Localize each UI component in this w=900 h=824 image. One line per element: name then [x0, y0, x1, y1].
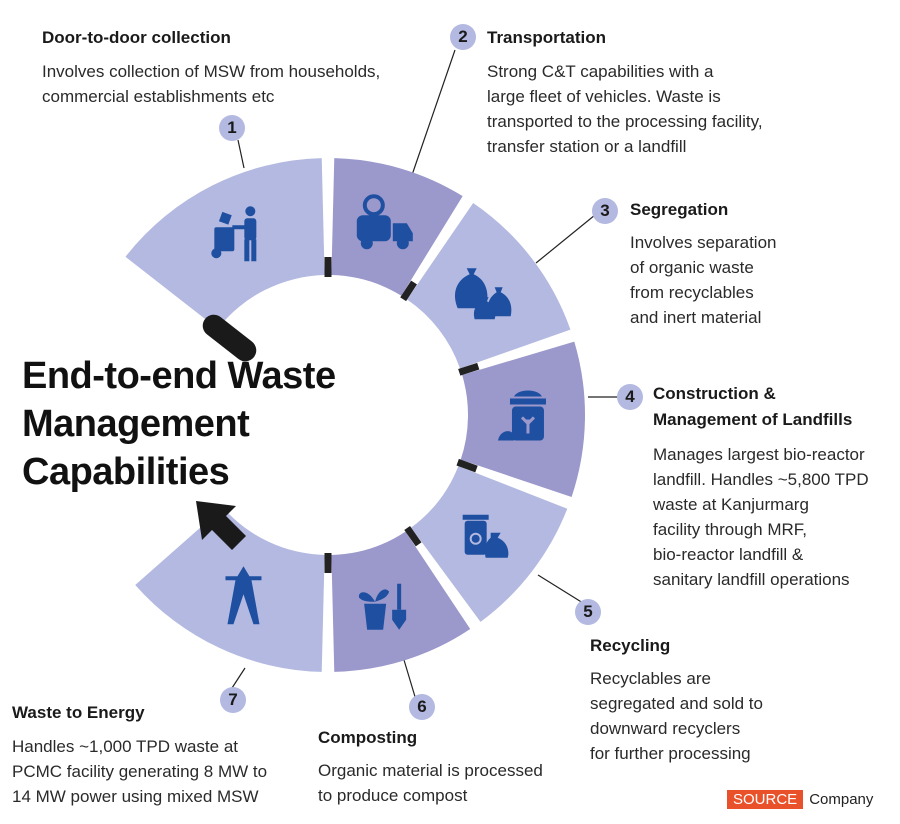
leader-line [237, 139, 245, 169]
body-line: bio-reactor landfill & [653, 545, 804, 564]
step-5-body: Recyclables are segregated and sold to d… [590, 666, 763, 766]
body-line: commercial establishments etc [42, 87, 275, 106]
body-line: Involves collection of MSW from househol… [42, 62, 381, 81]
leader-line [535, 214, 596, 264]
gap-tick [400, 280, 417, 302]
step-7-body: Handles ~1,000 TPD waste at PCMC facilit… [12, 734, 267, 809]
body-line: Recyclables are [590, 669, 711, 688]
step-3-title: Segregation [630, 200, 729, 219]
step-3-body: Involves separation of organic waste fro… [630, 230, 776, 330]
body-line: for further processing [590, 744, 751, 763]
step-7-badge: 7 [220, 687, 246, 713]
body-line: Manages largest bio-reactor [653, 445, 865, 464]
body-line: Involves separation [630, 233, 777, 252]
leader-line [411, 49, 456, 176]
step-2-title: Transportation [487, 28, 607, 47]
step-4-title-line2: Management of Landfills [653, 410, 853, 429]
step-1-badge: 1 [219, 115, 245, 141]
step-7-title: Waste to Energy [12, 703, 145, 722]
body-line: of organic waste [630, 258, 754, 277]
body-line: Organic material is processed [318, 761, 543, 780]
step-6-title: Composting [318, 728, 418, 747]
step-4-badge: 4 [617, 384, 643, 410]
waste-collector-icon [211, 206, 257, 262]
truck-icon [356, 194, 413, 250]
headline: End-to-end Waste Management Capabilities [22, 352, 336, 496]
body-line: PCMC facility generating 8 MW to [12, 762, 268, 781]
body-line: large fleet of vehicles. Waste is [487, 87, 721, 106]
body-line: segregated and sold to [590, 694, 763, 713]
power-tower-icon [225, 566, 262, 625]
body-line: Strong C&T capabilities with a [487, 62, 714, 81]
step-3-badge: 3 [592, 198, 618, 224]
body-line: and inert material [630, 308, 762, 327]
arrow-tail [202, 314, 257, 362]
headline-line: Capabilities [22, 451, 230, 493]
step-1-body: Involves collection of MSW from househol… [42, 59, 380, 109]
step-4-body: Manages largest bio-reactor landfill. Ha… [653, 442, 869, 592]
step-6-badge: 6 [409, 694, 435, 720]
body-line: landfill. Handles ~5,800 TPD [653, 470, 869, 489]
source-label: SOURCE [727, 790, 804, 809]
body-line: sanitary landfill operations [653, 570, 850, 589]
body-line: facility through MRF, [653, 520, 807, 539]
ring-segment-7 [135, 507, 325, 672]
step-4-title: Construction & [653, 384, 776, 403]
body-line: to produce compost [318, 786, 468, 805]
body-line: from recyclables [630, 283, 754, 302]
leader-line [231, 667, 246, 689]
gap-tick [458, 362, 480, 376]
step-2-badge: 2 [450, 24, 476, 50]
plant-shovel-icon [358, 583, 407, 630]
step-5-badge: 5 [575, 599, 601, 625]
recycle-bin-icon [462, 514, 509, 558]
landfill-sack-icon [497, 390, 546, 441]
source-value: Company [809, 791, 874, 808]
step-1-title: Door-to-door collection [42, 28, 231, 47]
gap-tick [456, 458, 478, 473]
gap-tick [404, 526, 422, 547]
body-line: transported to the processing facility, [487, 112, 763, 131]
body-line: 14 MW power using mixed MSW [12, 787, 259, 806]
step-5-title: Recycling [590, 636, 671, 655]
source-credit: SOURCE Company [727, 790, 873, 809]
ring-segment-3 [407, 202, 571, 369]
garbage-bags-icon [454, 268, 512, 320]
body-line: Handles ~1,000 TPD waste at [12, 737, 239, 756]
headline-line: Management [22, 403, 250, 445]
leader-line [537, 574, 584, 604]
arrow-head-icon [196, 501, 246, 550]
body-line: transfer station or a landfill [487, 137, 687, 156]
headline-line: End-to-end Waste [22, 355, 336, 397]
body-line: waste at Kanjurmarg [653, 495, 809, 514]
step-6-body: Organic material is processed to produce… [318, 758, 543, 808]
leader-line [403, 659, 417, 701]
step-2-body: Strong C&T capabilities with a large fle… [487, 59, 763, 159]
body-line: downward recyclers [590, 719, 741, 738]
